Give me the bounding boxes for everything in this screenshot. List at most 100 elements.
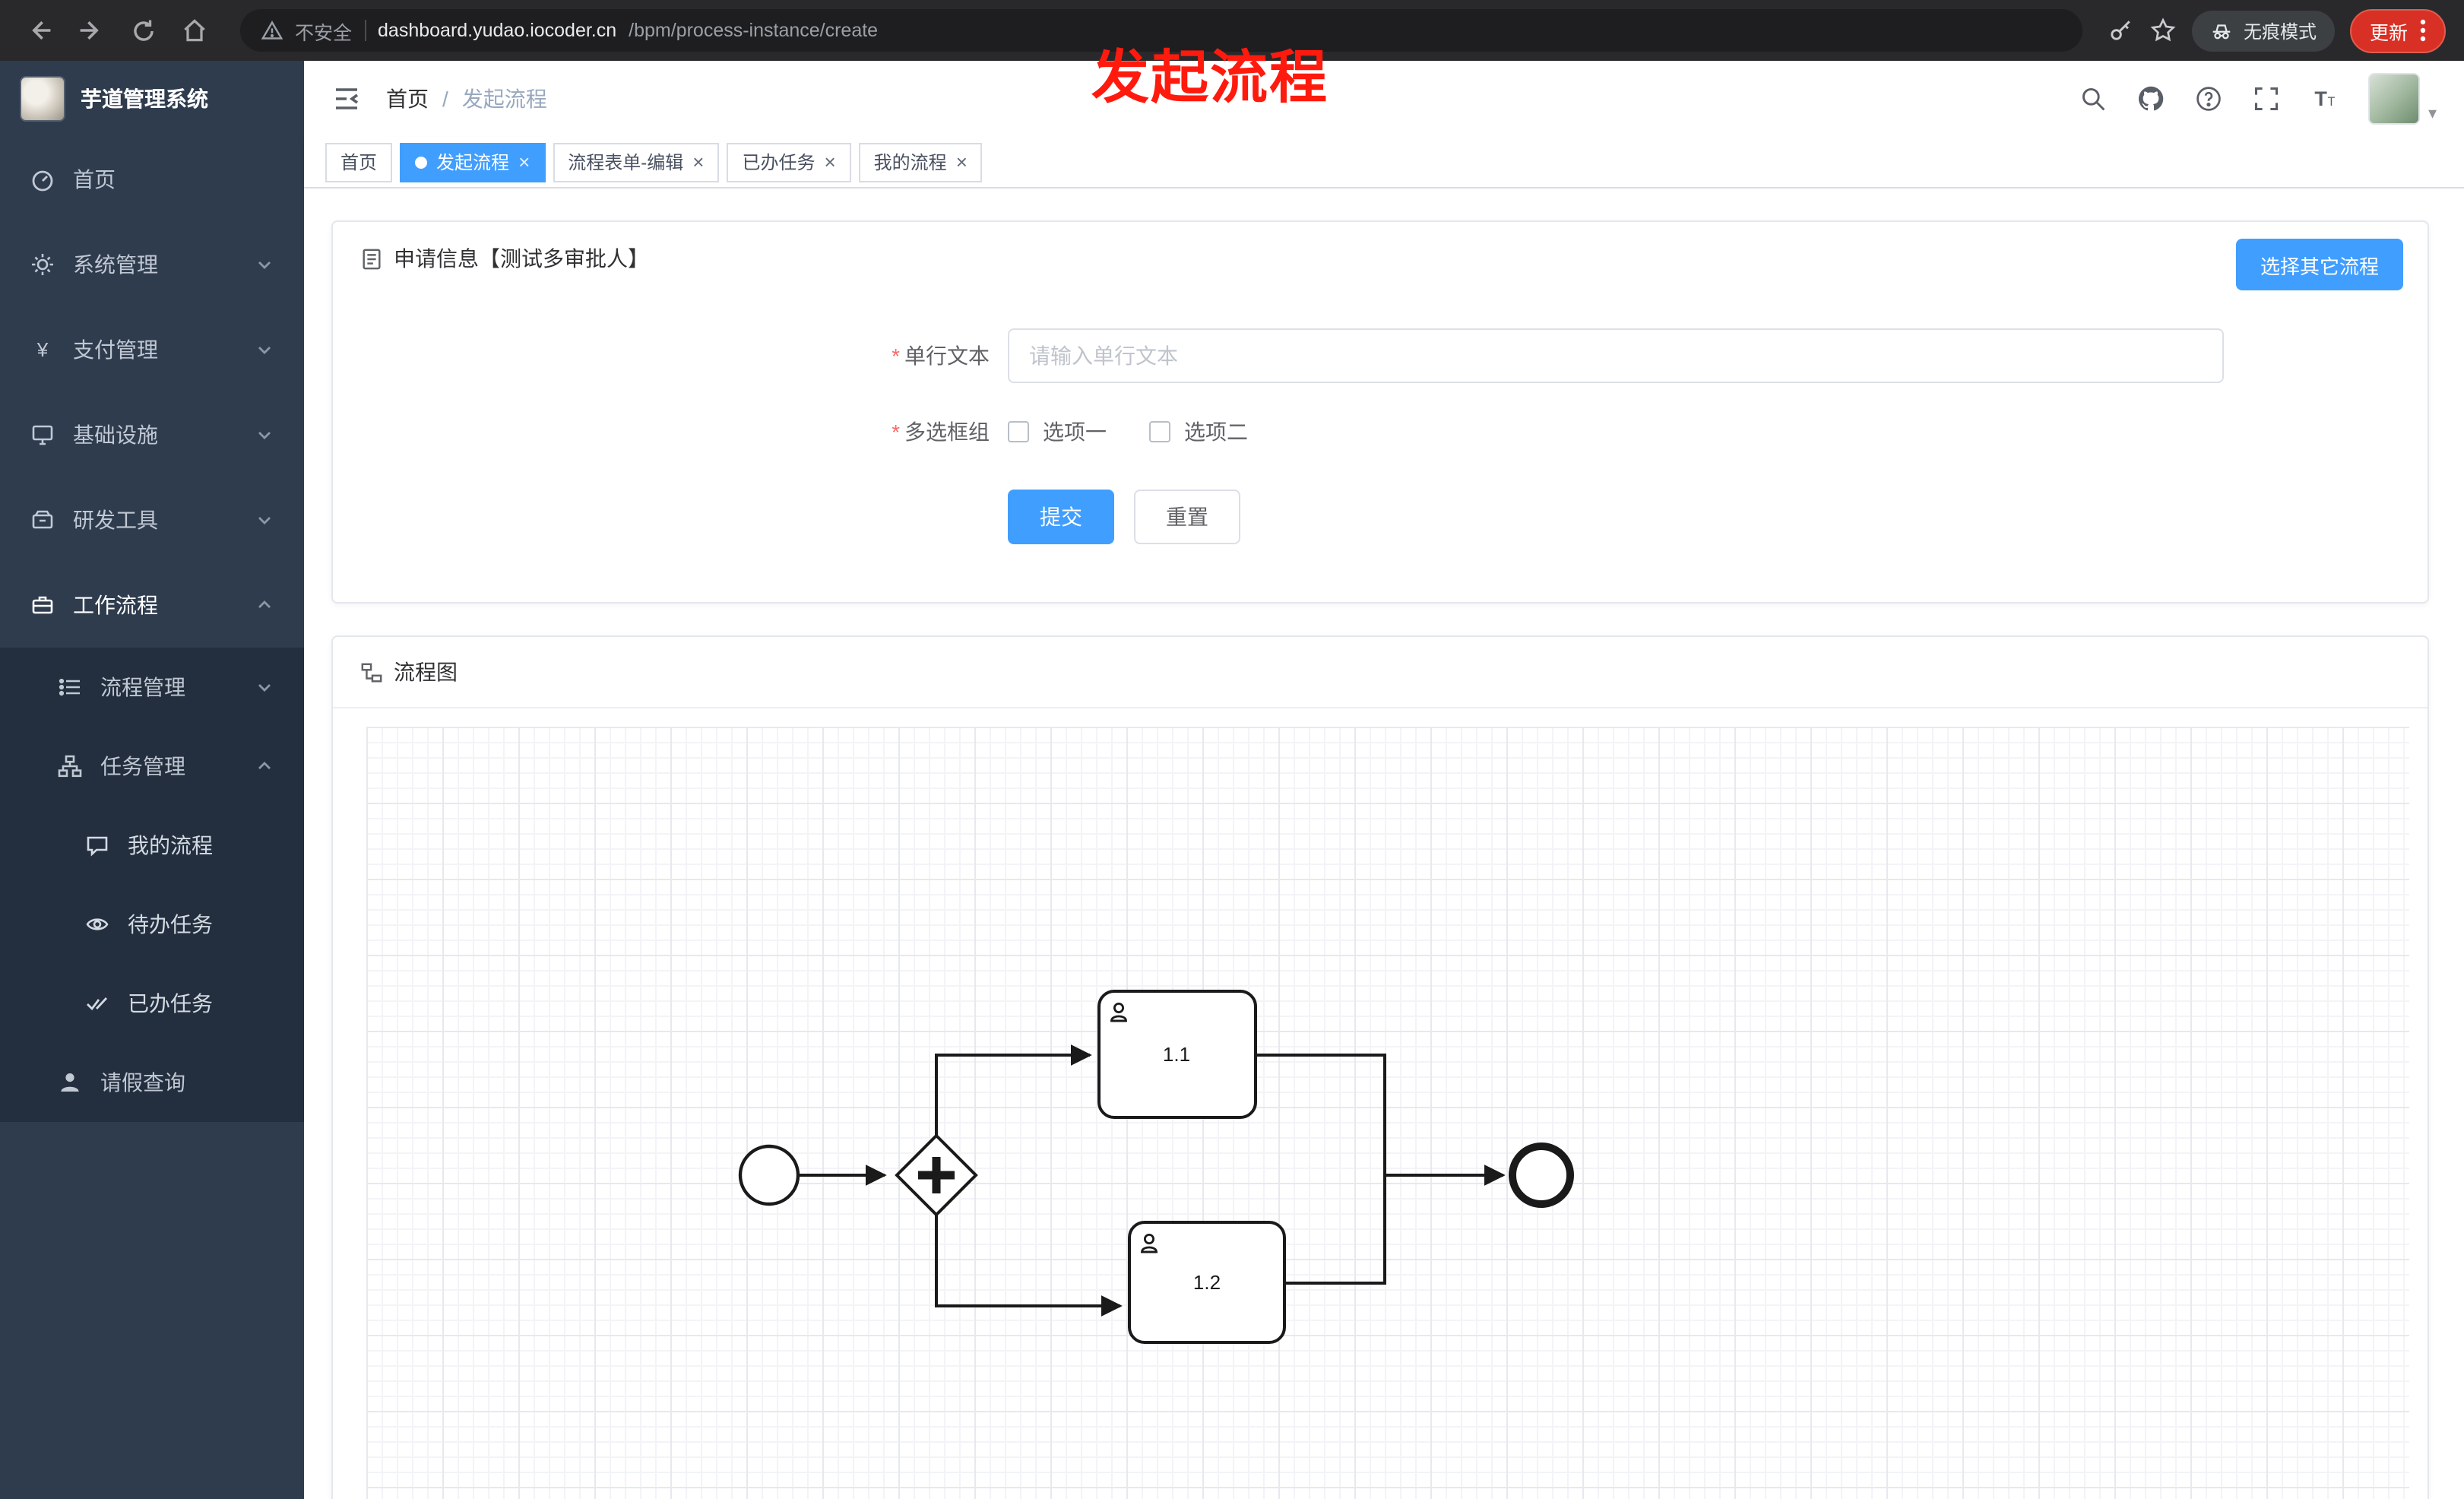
- menu-dots-icon[interactable]: [2420, 18, 2426, 43]
- diagram-card-title-row: 流程图: [333, 637, 2428, 708]
- tab-done-task[interactable]: 已办任务 ×: [727, 142, 851, 182]
- workflow-submenu: 流程管理 任务管理 我的流程 待办任务 已办任务: [0, 648, 304, 1122]
- chevron-down-icon: [258, 684, 271, 692]
- parallel-gateway[interactable]: [895, 1133, 978, 1217]
- tab-label: 流程表单-编辑: [568, 152, 684, 173]
- reload-button[interactable]: [122, 9, 164, 52]
- sidebar-item-process-management[interactable]: 流程管理: [0, 648, 304, 727]
- checkbox-icon[interactable]: [1149, 421, 1170, 442]
- sidebar-item-workflow[interactable]: 工作流程: [0, 563, 304, 648]
- sidebar-item-payment[interactable]: ¥ 支付管理: [0, 307, 304, 392]
- tab-process-form-edit[interactable]: 流程表单-编辑 ×: [553, 142, 720, 182]
- checkbox-group-row: *多选框组 选项一 选项二: [360, 417, 2400, 447]
- chevron-down-icon: [258, 261, 271, 269]
- user-task-icon: [1140, 1234, 1158, 1253]
- select-other-process-button[interactable]: 选择其它流程: [2235, 239, 2403, 290]
- flow-task2-out: [1284, 1175, 1386, 1285]
- bookmark-star-icon[interactable]: [2149, 17, 2177, 44]
- user-avatar[interactable]: [2368, 73, 2421, 125]
- incognito-badge: 无痕模式: [2191, 10, 2335, 51]
- caret-down-icon: ▾: [2428, 105, 2437, 123]
- tab-start-process[interactable]: 发起流程 ×: [400, 142, 546, 182]
- flow-task1-out: [1256, 1054, 1386, 1175]
- sidebar-item-done-task[interactable]: 已办任务: [0, 964, 304, 1043]
- github-icon[interactable]: [2138, 85, 2165, 113]
- sidebar-item-label: 首页: [73, 167, 116, 192]
- flow-gateway-to-task2: [935, 1215, 1123, 1317]
- fullscreen-icon[interactable]: [2253, 85, 2281, 113]
- back-button[interactable]: [18, 9, 61, 52]
- svg-text:¥: ¥: [36, 338, 49, 361]
- user-menu[interactable]: ▾: [2368, 73, 2437, 125]
- tab-my-process[interactable]: 我的流程 ×: [858, 142, 983, 182]
- tab-home[interactable]: 首页: [325, 142, 393, 182]
- sidebar-item-label: 待办任务: [128, 912, 213, 936]
- monitor-icon: [32, 425, 53, 445]
- user-task-1-2[interactable]: 1.2: [1128, 1221, 1286, 1344]
- back-arrow-icon: [32, 21, 51, 40]
- diagram-card-title: 流程图: [394, 660, 458, 684]
- sidebar: 芋道管理系统 首页 系统管理 ¥ 支付管理 基础设施 研发工具: [0, 61, 304, 1499]
- submit-button[interactable]: 提交: [1008, 490, 1114, 544]
- yen-icon: ¥: [36, 338, 49, 361]
- bpmn-canvas[interactable]: 1.1 1.2: [366, 727, 2409, 1499]
- incognito-label: 无痕模式: [2243, 21, 2317, 42]
- collapse-sidebar-icon[interactable]: [331, 84, 362, 114]
- breadcrumb-home[interactable]: 首页: [386, 87, 429, 111]
- gear-icon: [32, 254, 53, 275]
- update-button[interactable]: 更新: [2349, 8, 2446, 52]
- password-key-icon[interactable]: [2107, 17, 2134, 44]
- checkbox-option-2[interactable]: 选项二: [1149, 417, 1248, 447]
- sidebar-item-infrastructure[interactable]: 基础设施: [0, 392, 304, 477]
- sequence-flows: [798, 1044, 1506, 1317]
- reset-button[interactable]: 重置: [1134, 490, 1240, 544]
- chevron-up-icon: [258, 601, 271, 608]
- browser-chrome: 不安全 dashboard.yudao.iocoder.cn/bpm/proce…: [0, 0, 2464, 61]
- sidebar-item-home[interactable]: 首页: [0, 137, 304, 222]
- reload-icon: [133, 19, 153, 40]
- user-icon: [61, 1073, 79, 1092]
- page-content: 申请信息【测试多审批人】 选择其它流程 *单行文本 *多选框组: [304, 189, 2464, 1499]
- sidebar-item-leave-query[interactable]: 请假查询: [0, 1043, 304, 1122]
- sidebar-item-task-management[interactable]: 任务管理: [0, 727, 304, 806]
- tag-view-bar: 首页 发起流程 × 流程表单-编辑 × 已办任务 × 我的流程 ×: [304, 137, 2464, 189]
- sidebar-item-label: 请假查询: [100, 1070, 185, 1095]
- address-divider: [364, 20, 366, 41]
- sidebar-item-system[interactable]: 系统管理: [0, 222, 304, 307]
- form-card-title-row: 申请信息【测试多审批人】: [360, 243, 2400, 274]
- app-logo[interactable]: 芋道管理系统: [0, 61, 304, 137]
- checkbox-option-1[interactable]: 选项一: [1008, 417, 1107, 447]
- form-actions-row: 提交 重置: [360, 490, 2400, 544]
- bpmn-diagram: 1.1 1.2: [738, 990, 1574, 1344]
- single-line-text-input[interactable]: [1008, 328, 2224, 383]
- process-diagram-card: 流程图: [331, 635, 2429, 1499]
- checkbox-icon[interactable]: [1008, 421, 1029, 442]
- checkbox-group: 选项一 选项二: [1008, 417, 1248, 447]
- sidebar-item-label: 研发工具: [73, 508, 158, 532]
- end-event[interactable]: [1509, 1142, 1574, 1208]
- sidebar-item-todo-task[interactable]: 待办任务: [0, 885, 304, 964]
- user-task-1-1[interactable]: 1.1: [1097, 990, 1257, 1119]
- close-icon[interactable]: ×: [824, 151, 836, 173]
- close-icon[interactable]: ×: [518, 151, 530, 173]
- help-icon[interactable]: [2196, 85, 2223, 113]
- search-icon[interactable]: [2080, 85, 2108, 113]
- forward-button[interactable]: [70, 9, 112, 52]
- required-mark: *: [892, 344, 900, 368]
- form-card-title: 申请信息【测试多审批人】: [394, 246, 649, 271]
- close-icon[interactable]: ×: [692, 151, 705, 173]
- sidebar-item-label: 我的流程: [128, 833, 213, 857]
- sidebar-item-dev-tools[interactable]: 研发工具: [0, 477, 304, 563]
- close-icon[interactable]: ×: [955, 151, 968, 173]
- sidebar-item-my-process[interactable]: 我的流程: [0, 806, 304, 885]
- home-button[interactable]: [173, 9, 216, 52]
- sidebar-item-label: 流程管理: [100, 675, 185, 699]
- start-event[interactable]: [738, 1144, 800, 1206]
- flowchart-icon: [361, 662, 382, 682]
- address-bar[interactable]: 不安全 dashboard.yudao.iocoder.cn/bpm/proce…: [240, 9, 2082, 52]
- chevron-down-icon: [258, 432, 271, 439]
- url-path: /bpm/process-instance/create: [629, 20, 879, 41]
- sidebar-item-label: 已办任务: [128, 991, 213, 1016]
- double-check-icon: [87, 997, 108, 1011]
